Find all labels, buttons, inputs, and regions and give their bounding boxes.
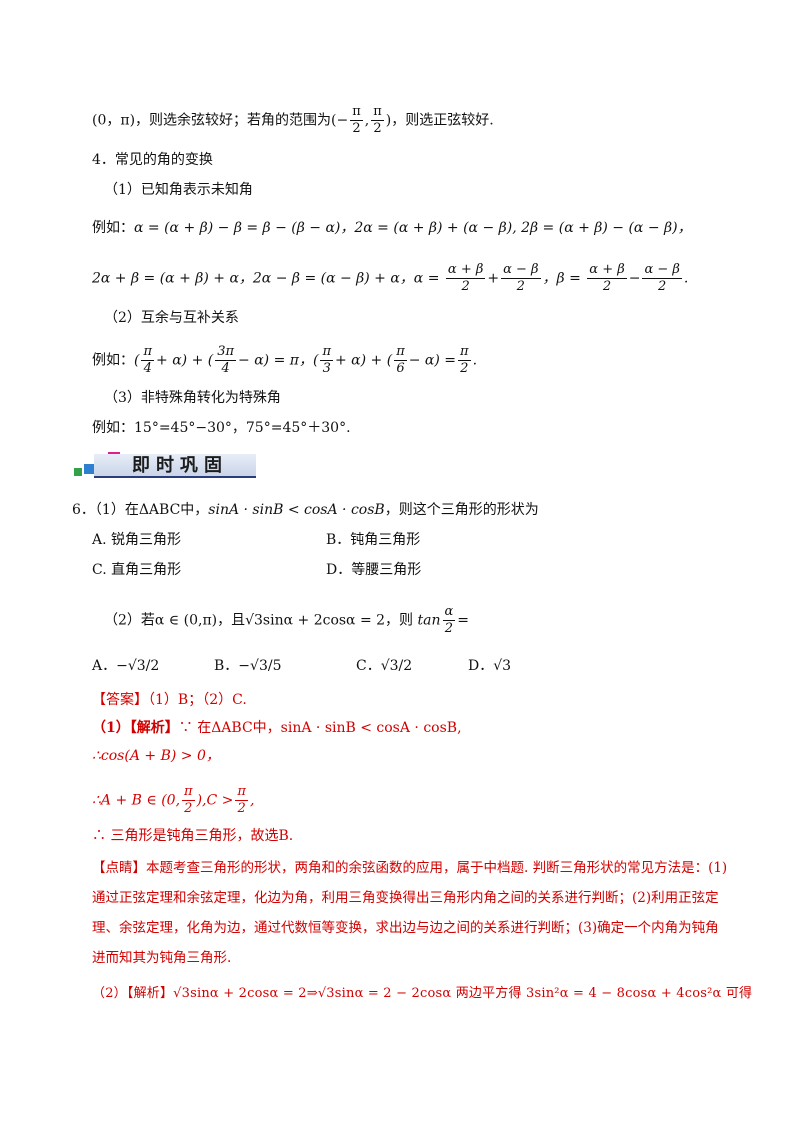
option-a-1[interactable]: A. 锐角三角形 bbox=[92, 532, 182, 548]
section-4-2-heading: （2）互余与互补关系 bbox=[104, 310, 239, 326]
note-line-2: 通过正弦定理和余弦定理，化边为角，利用三角变换得出三角形内角之间的关系进行判断；… bbox=[92, 890, 719, 906]
practice-banner: 即时巩固 bbox=[72, 450, 258, 478]
solution-1-text: ∵ 在ΔABC中，sinA · sinB < cosA · cosB, bbox=[178, 720, 462, 736]
option-c-2[interactable]: C．√3/2 bbox=[356, 656, 412, 676]
example-1-formula: α = (α + β) − β = β − (β − α)，2α = (α + … bbox=[134, 220, 692, 236]
question-6-stem-1: 6．（1）在ΔABC中，sinA · sinB < cosA · cosB，则这… bbox=[72, 500, 539, 520]
option-value: √3 bbox=[493, 658, 512, 674]
range-open: (− bbox=[331, 112, 349, 129]
expr-part: − α) = π，( bbox=[238, 352, 319, 369]
example-2-end: . bbox=[683, 270, 689, 287]
q6-eq: = bbox=[457, 612, 470, 629]
option-d-1[interactable]: D．等腰三角形 bbox=[326, 562, 422, 578]
op-plus: + bbox=[487, 270, 500, 287]
answer-line: 【答案】（1）B；（2）C. bbox=[92, 692, 247, 708]
section-4-3-heading: （3）非特殊角转化为特殊角 bbox=[104, 390, 281, 406]
solution-3-lead: ∴A + B ∈ (0, bbox=[92, 792, 181, 809]
option-label: C． bbox=[356, 658, 381, 674]
example-label: 例如： bbox=[92, 220, 134, 236]
example-2-lead: 2α + β = (α + β) + α，2α − β = (α − β) + … bbox=[92, 270, 440, 287]
solution-1-line: （1）【解析】∵ 在ΔABC中，sinA · sinB < cosA · cos… bbox=[92, 718, 462, 738]
paren: ( bbox=[134, 352, 140, 369]
banner-square-green bbox=[74, 468, 82, 476]
example-4: 例如：15°=45°−30°，75°=45°＋30°. bbox=[92, 420, 351, 436]
example-2: 2α + β = (α + β) + α，2α − β = (α − β) + … bbox=[92, 262, 688, 295]
solution-label: （1）【解析】 bbox=[92, 720, 179, 736]
option-b-1[interactable]: B．钝角三角形 bbox=[326, 532, 421, 548]
option-label: A． bbox=[92, 658, 117, 674]
solution-4-line: ∴ 三角形是钝角三角形，故选B. bbox=[92, 828, 294, 844]
expr-part: + α) + ( bbox=[334, 352, 393, 369]
option-value: −√3/5 bbox=[238, 658, 282, 674]
banner-bar bbox=[94, 454, 256, 478]
option-value: −√3/2 bbox=[116, 658, 160, 674]
solution-5-line: （2）【解析】√3sinα + 2cosα = 2⇒√3sinα = 2 − 2… bbox=[92, 986, 753, 1001]
banner-square-blue bbox=[84, 464, 94, 474]
expr-part: + α) + ( bbox=[156, 352, 214, 369]
q6-stem-2-text: （2）若α ∈ (0,π)，且√3sinα + 2cosα = 2，则 bbox=[104, 612, 414, 629]
note-line-4: 进而知其为钝角三角形. bbox=[92, 950, 232, 966]
banner-title: 即时巩固 bbox=[132, 455, 228, 476]
solution-2-line: ∴cos(A + B) > 0， bbox=[92, 748, 220, 764]
example-label: 例如： bbox=[92, 352, 134, 369]
option-label: B． bbox=[214, 658, 239, 674]
range-text: (0，π)，则选余弦较好；若角的范围为 bbox=[92, 112, 332, 129]
q6-stem-end: ，则这个三角形的形状为 bbox=[384, 502, 539, 518]
option-value: √3/2 bbox=[380, 658, 413, 674]
example-2-mid: ，β = bbox=[542, 270, 581, 287]
option-label: D． bbox=[468, 658, 494, 674]
q6-stem-text: 6．（1）在ΔABC中， bbox=[72, 502, 209, 518]
range-sep: , bbox=[364, 112, 370, 129]
note-line-3: 理、余弦定理，化角为边，通过代数恒等变换，求出边与边之间的关系进行判断；(3)确… bbox=[92, 920, 719, 936]
solution-3-end: , bbox=[249, 792, 255, 809]
note-line-1: 【点睛】本题考查三角形的形状，两角和的余弦函数的应用，属于中档题. 判断三角形状… bbox=[92, 860, 728, 876]
option-c-1[interactable]: C. 直角三角形 bbox=[92, 562, 182, 578]
solution-3-mid: ),C > bbox=[196, 792, 234, 809]
op-minus: − bbox=[628, 270, 641, 287]
expr-end: . bbox=[472, 352, 478, 369]
range-text-end: ，则选正弦较好. bbox=[391, 112, 494, 129]
section-4-1-heading: （1）已知角表示未知角 bbox=[104, 182, 253, 198]
example-1: 例如：α = (α + β) − β = β − (β − α)，2α = (α… bbox=[92, 218, 692, 238]
q6-tan: tan bbox=[417, 612, 441, 629]
option-b-2[interactable]: B．−√3/5 bbox=[214, 656, 281, 676]
range-close: ) bbox=[385, 112, 392, 129]
option-a-2[interactable]: A．−√3/2 bbox=[92, 656, 159, 676]
section-4-heading: 4．常见的角的变换 bbox=[92, 152, 213, 168]
expr-part: − α) = bbox=[408, 352, 457, 369]
option-d-2[interactable]: D．√3 bbox=[468, 656, 511, 676]
q6-stem-math: sinA · sinB < cosA · cosB bbox=[208, 502, 385, 518]
